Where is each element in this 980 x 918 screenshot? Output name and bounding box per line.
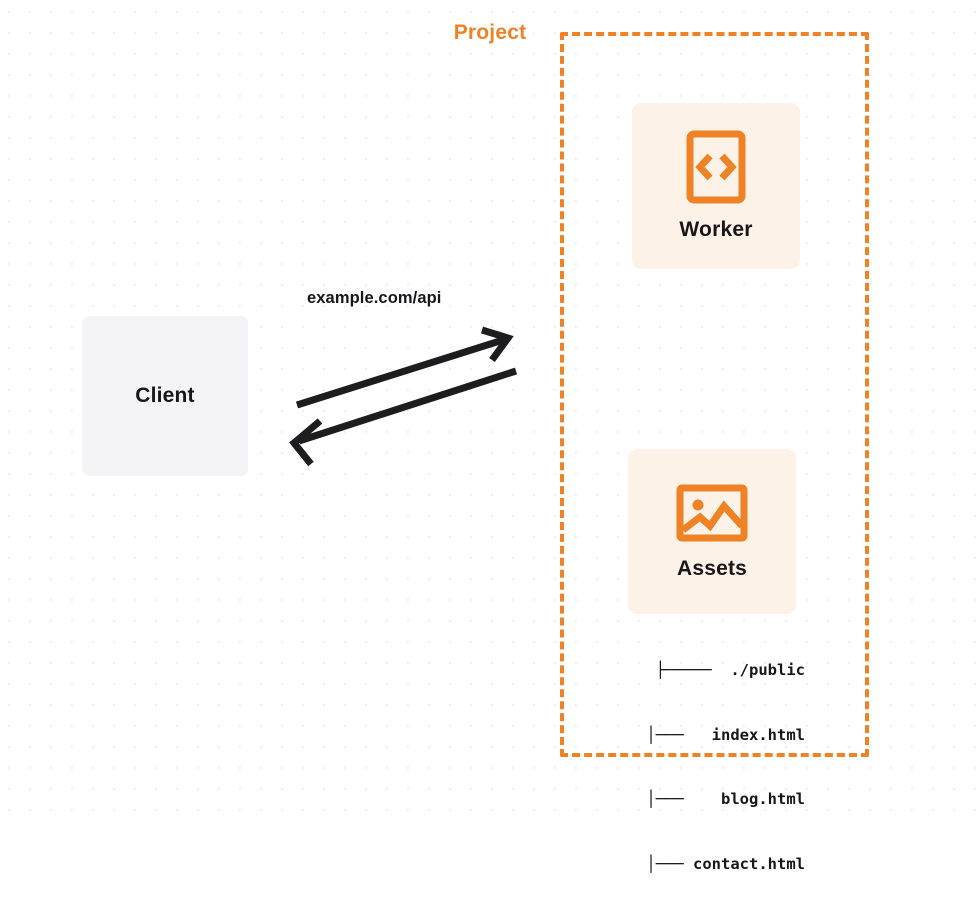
assets-node[interactable]: Assets: [628, 449, 796, 614]
image-picture-icon: [676, 483, 748, 543]
connection-label: example.com/api: [307, 289, 442, 307]
tree-line-index: │─── index.html: [646, 725, 805, 744]
diagram-canvas: Client example.com/api Project Worker As…: [0, 0, 980, 873]
assets-label: Assets: [676, 556, 748, 580]
request-arrow: [295, 326, 514, 409]
assets-file-tree: ├───── ./public │─── index.html │─── blo…: [600, 617, 805, 918]
response-arrow: [289, 367, 518, 467]
client-label: Client: [135, 384, 195, 407]
worker-label: Worker: [679, 218, 753, 241]
project-container: [560, 32, 869, 757]
tree-line-root: ├───── ./public: [655, 661, 805, 679]
project-title-label: Project: [446, 21, 534, 45]
client-node[interactable]: Client: [82, 316, 248, 476]
tree-line-blog: │─── blog.html: [646, 790, 805, 808]
worker-node[interactable]: Worker: [632, 103, 800, 269]
tree-line-contact: │─── contact.html: [646, 854, 805, 873]
code-brackets-icon: [686, 130, 746, 204]
